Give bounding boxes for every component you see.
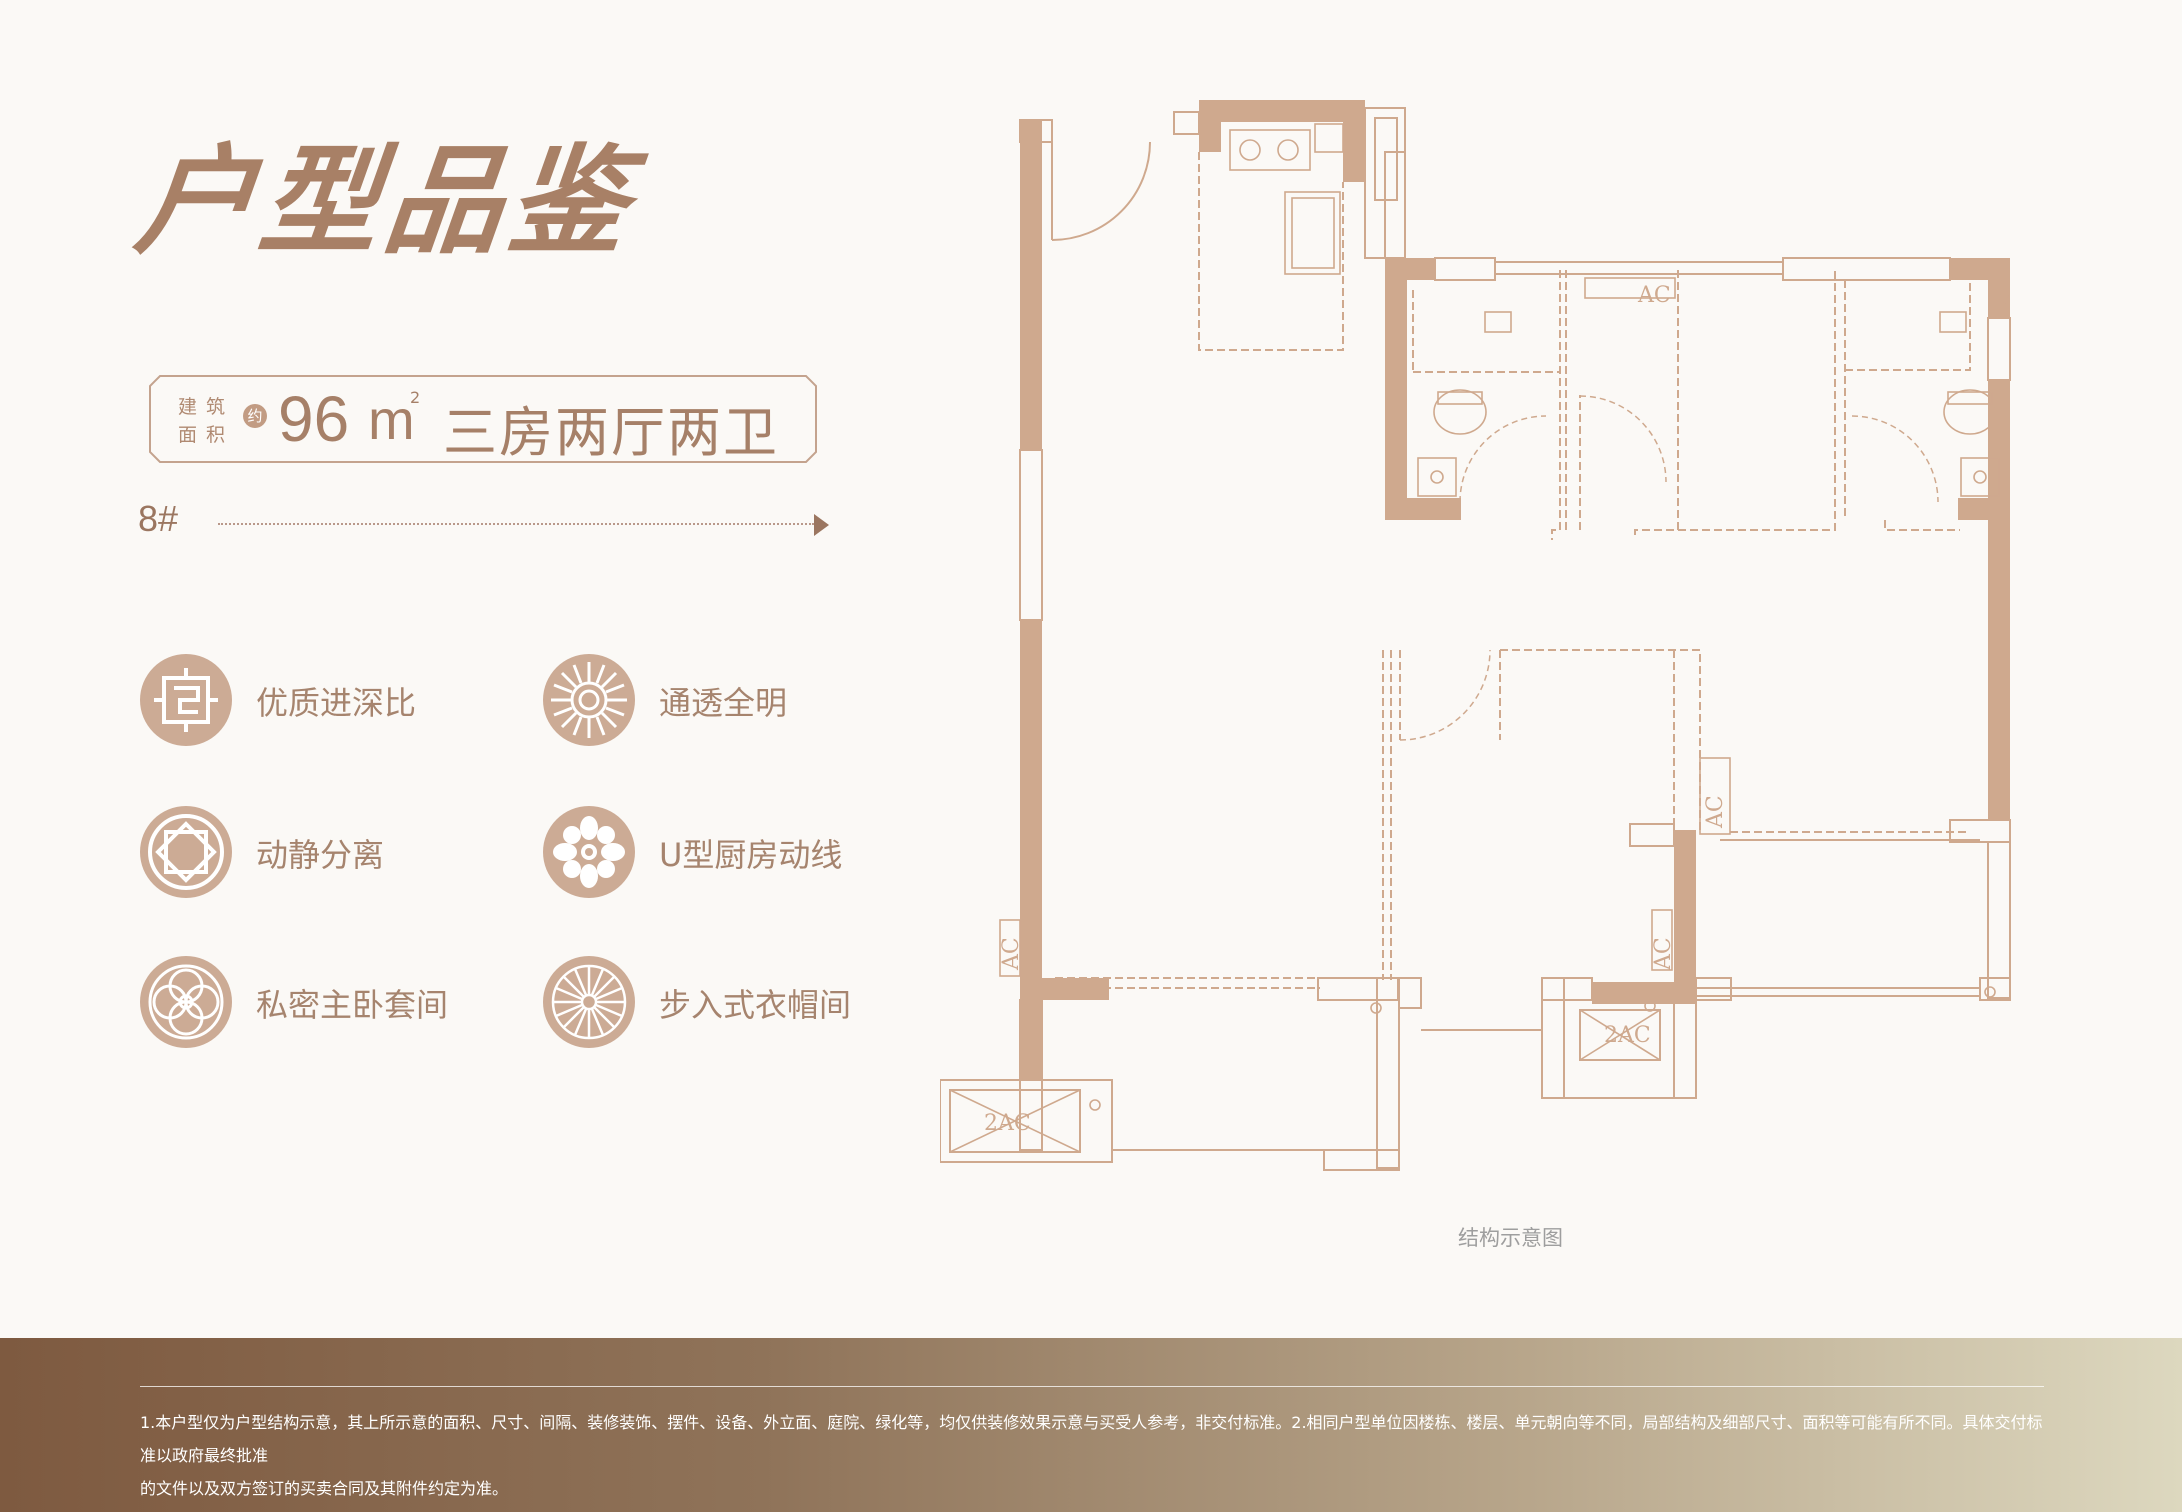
feature-label: U型厨房动线: [659, 836, 843, 874]
feature-label: 动静分离: [256, 836, 385, 874]
ac-label: AC: [1651, 937, 1676, 971]
interior-dashed-walls: [1055, 152, 1971, 989]
ac-label: AC: [1703, 795, 1728, 829]
rosette-icon: [140, 956, 232, 1048]
page-title: 户型品鉴: [129, 131, 641, 270]
unit-layout: 三房两厅两卫: [443, 401, 779, 464]
area-label-char: 筑: [206, 396, 226, 418]
area-value: 96: [278, 383, 350, 455]
badge-frame: [149, 375, 817, 463]
disclaimer-line: 的文件以及双方签订的买卖合同及其附件约定为准。: [140, 1479, 509, 1498]
fixtures: [949, 123, 2009, 1153]
area-label-char: 面: [178, 424, 198, 446]
footer-disclaimer: 1.本户型仅为户型结构示意，其上所示意的面积、尺寸、间隔、装修装饰、摆件、设备、…: [140, 1406, 2050, 1505]
area-unit-superscript: 2: [410, 388, 421, 407]
footer-band: 1.本户型仅为户型结构示意，其上所示意的面积、尺寸、间隔、装修装饰、摆件、设备、…: [0, 1338, 2182, 1512]
floor-plan-caption: 结构示意图: [1458, 1226, 1563, 1250]
pointer-arrow-icon: [814, 514, 829, 536]
feature-label: 优质进深比: [256, 684, 417, 722]
ac-label: 2AC: [1604, 1023, 1651, 1048]
ac-label: AC: [999, 937, 1024, 971]
footer-divider: [140, 1386, 2044, 1387]
petal-flower-icon: [543, 806, 635, 898]
feature-label: 通透全明: [659, 684, 788, 722]
floor-plan-drawing: AC AC AC AC 2AC 2AC: [939, 100, 2011, 1171]
unit-area-badge: 建 筑 面 积 约 96 m 2 三房两厅两卫: [148, 374, 818, 464]
floor-plan: AC AC AC AC 2AC 2AC: [939, 90, 2070, 1184]
door-swings: [1399, 395, 1939, 741]
thick-walls: [1020, 100, 2010, 1080]
ac-label: 2AC: [984, 1111, 1031, 1136]
disclaimer-line: 1.本户型仅为户型结构示意，其上所示意的面积、尺寸、间隔、装修装饰、摆件、设备、…: [140, 1413, 2043, 1465]
feature-label: 步入式衣帽间: [659, 986, 852, 1024]
area-unit: m: [368, 388, 415, 451]
area-label-char: 建: [178, 396, 198, 418]
sunflower-icon: [543, 654, 635, 746]
thin-walls: [939, 107, 2011, 1171]
radial-petal-icon: [543, 956, 635, 1048]
octagon-lattice-icon: [140, 806, 232, 898]
ac-label: AC: [1637, 283, 1671, 308]
building-pointer-line: [218, 523, 814, 525]
approx-badge: 约: [243, 404, 267, 428]
area-label-char: 积: [206, 424, 226, 446]
fret-pattern-icon: [140, 654, 232, 746]
building-number: 8#: [138, 498, 179, 539]
feature-label: 私密主卧套间: [256, 986, 449, 1024]
ac-labels: AC AC AC AC 2AC 2AC: [984, 283, 1728, 1136]
